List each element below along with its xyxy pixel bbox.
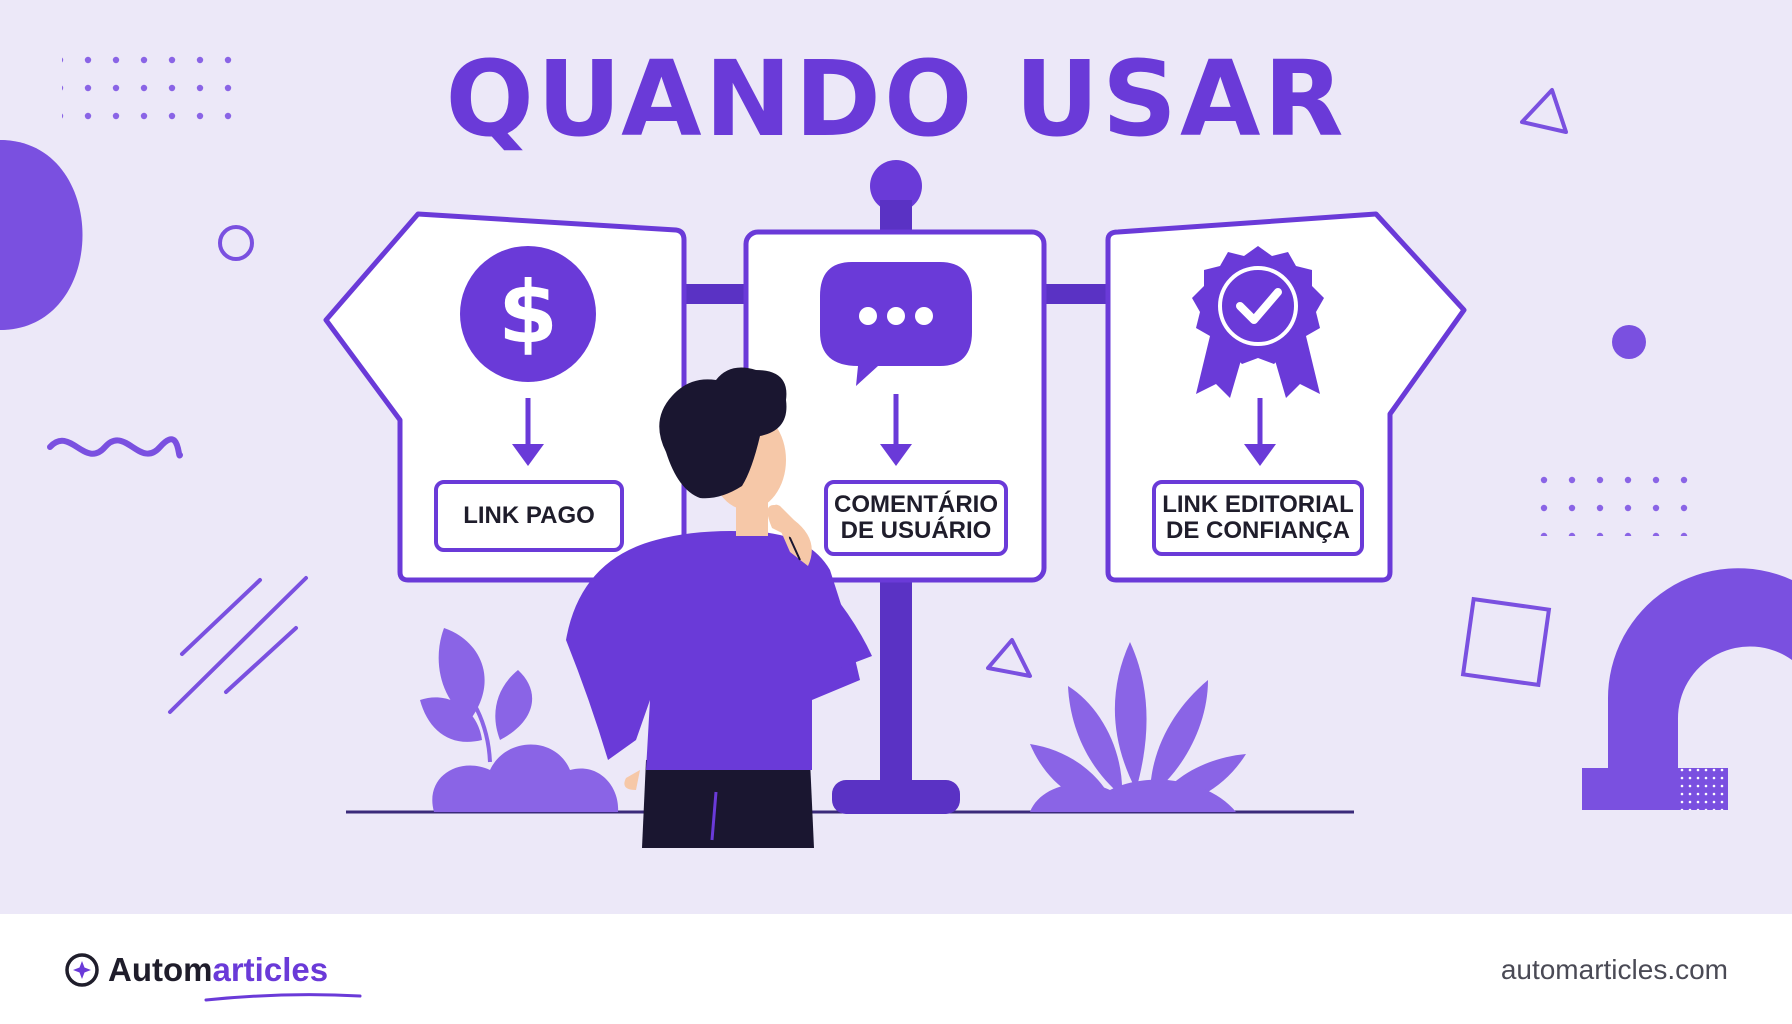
sign-right-label-box	[1152, 480, 1364, 556]
website-domain: automarticles.com	[1500, 954, 1728, 985]
sign-right-label: LINK EDITORIAL DE CONFIANÇA	[1162, 491, 1354, 544]
svg-text:$: $	[498, 263, 558, 363]
brand-name-part2: articles	[212, 951, 329, 988]
brand-underline-swoosh	[204, 993, 362, 1002]
diagonal-lines-decoration	[168, 576, 308, 714]
person-thinking	[566, 367, 872, 848]
sparkle-logo-icon	[65, 953, 99, 987]
sign-middle-label: COMENTÁRIO DE USUÁRIO	[834, 491, 998, 544]
award-badge-icon	[1192, 246, 1324, 398]
arrow-down-icon	[1244, 398, 1276, 466]
brand-name-part1: Autom	[108, 951, 213, 988]
arrow-down-icon	[880, 394, 912, 466]
triangle-outline-top-right	[1520, 88, 1568, 134]
dot-grid-right	[1540, 458, 1692, 536]
ring-decoration	[218, 225, 254, 261]
squiggle-decoration	[47, 436, 183, 459]
arrow-down-icon	[512, 398, 544, 466]
page-title: QUANDO USAR	[445, 38, 1347, 160]
chat-bubble-icon	[820, 262, 972, 386]
sign-left-label-box	[434, 480, 624, 552]
sign-left-label: LINK PAGO	[463, 502, 595, 529]
triangle-outline-middle	[986, 638, 1032, 678]
right-plant	[1030, 642, 1246, 812]
left-plant	[420, 628, 619, 812]
arch-decoration	[1607, 568, 1792, 768]
dot-grid-top-left	[62, 36, 244, 132]
sign-middle-label-box	[824, 480, 1008, 556]
dot-decoration	[1612, 325, 1646, 359]
square-outline-decoration	[1460, 596, 1552, 688]
dollar-icon: $	[460, 246, 596, 382]
